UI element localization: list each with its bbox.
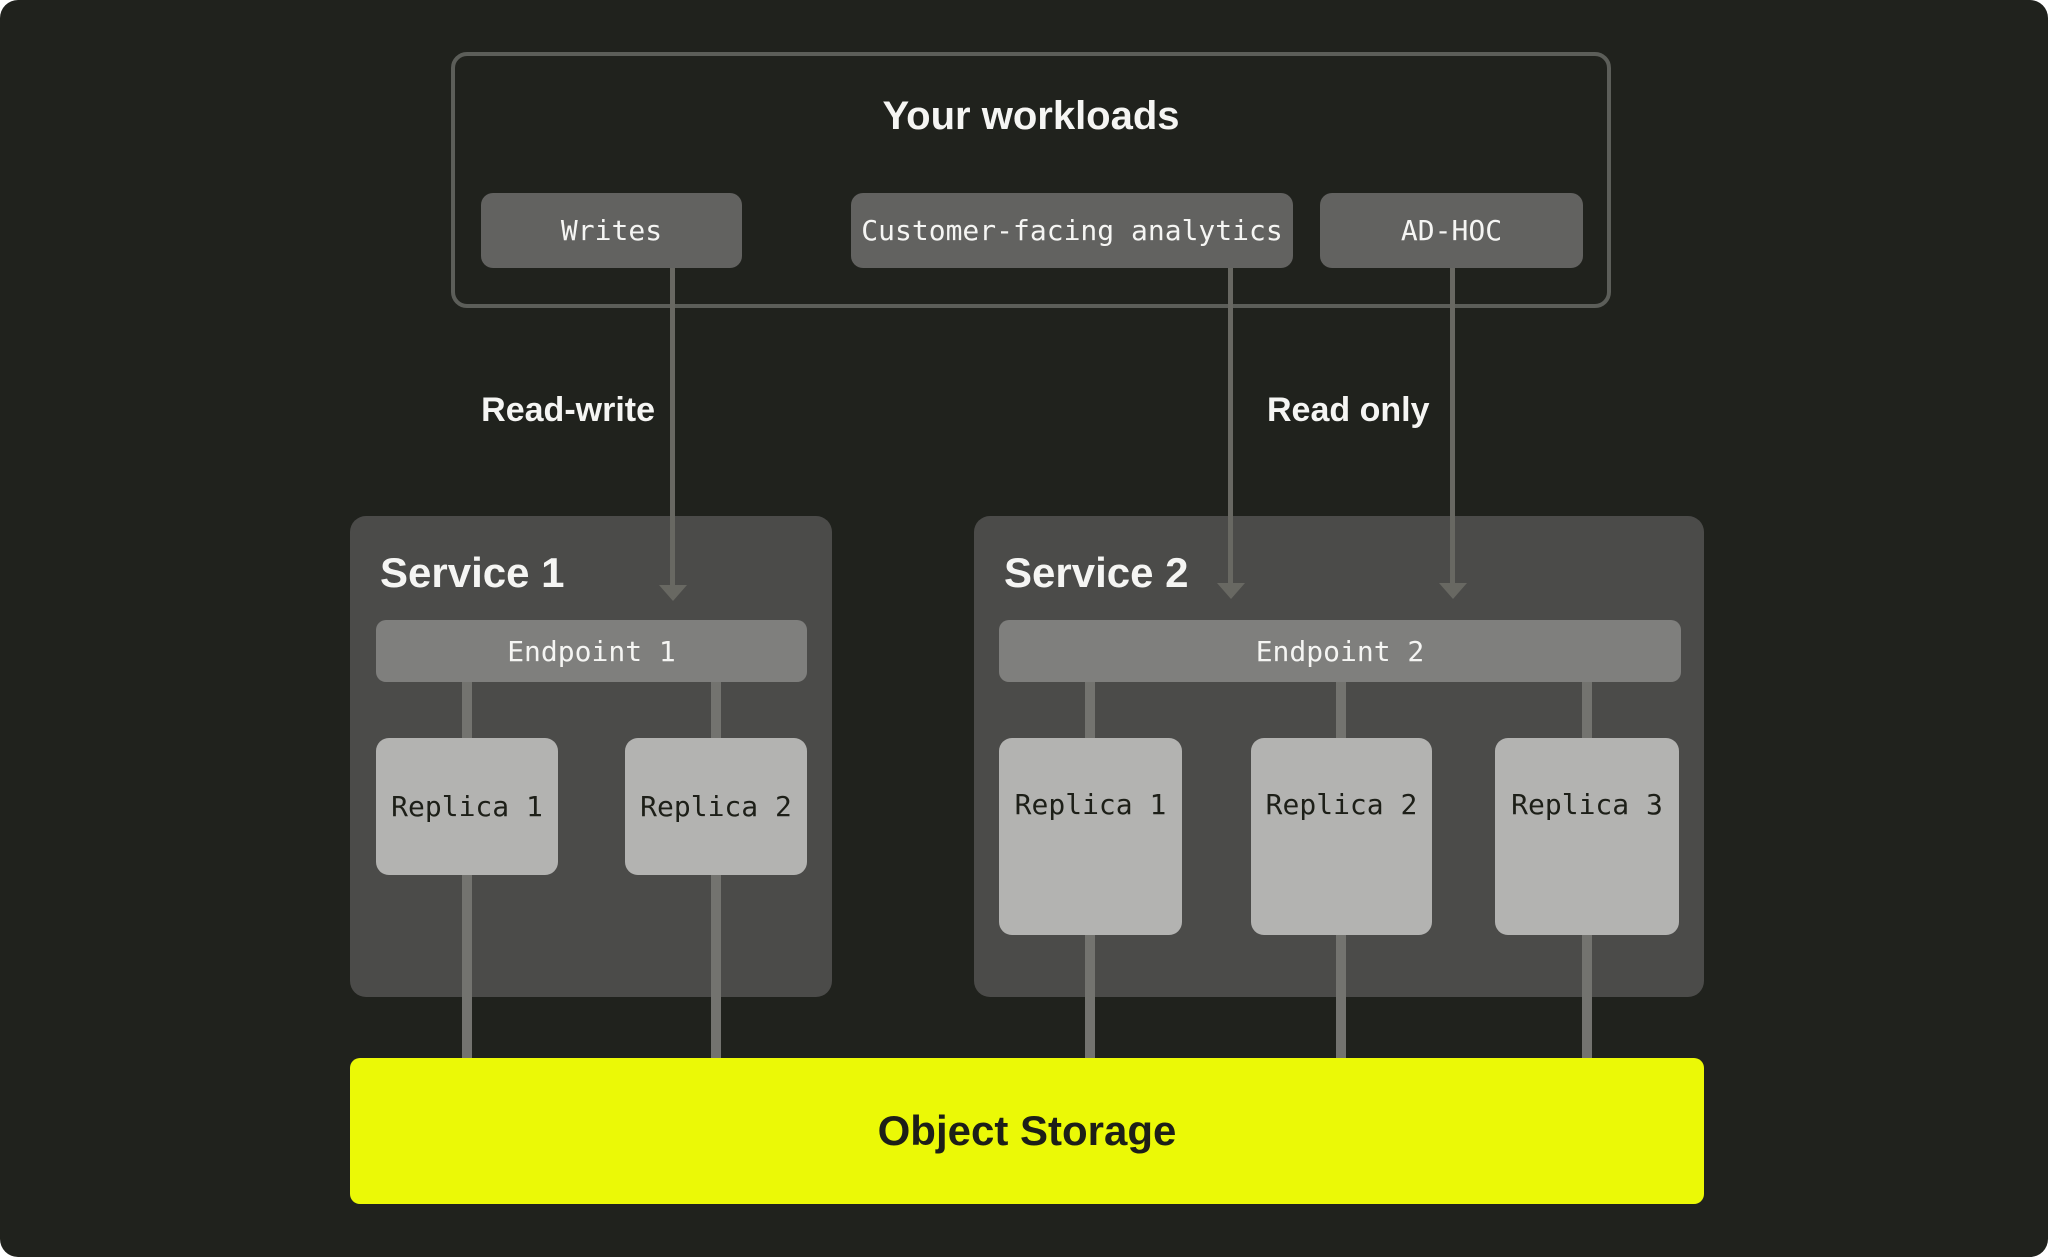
- service1-box: Service 1 Endpoint 1 Replica 1 Replica 2: [350, 516, 832, 997]
- service2-endpoint-label: Endpoint 2: [1255, 634, 1425, 668]
- read-write-label: Read-write: [481, 391, 655, 429]
- s2-replica1-storage-connector: [1085, 935, 1095, 1058]
- s2-endpoint-replica1-connector: [1085, 682, 1095, 738]
- service1-replica1: Replica 1: [376, 738, 558, 875]
- adhoc-arrow-line: [1450, 268, 1455, 584]
- analytics-arrow-line: [1228, 268, 1233, 584]
- service1-endpoint-label: Endpoint 1: [507, 634, 676, 668]
- service1-endpoint: Endpoint 1: [376, 620, 807, 682]
- service1-replica2-label: Replica 2: [640, 790, 792, 823]
- adhoc-arrow-head-icon: [1439, 583, 1467, 599]
- writes-arrow-head-icon: [659, 585, 687, 601]
- read-only-label: Read only: [1267, 391, 1430, 429]
- s2-endpoint-replica3-connector: [1582, 682, 1592, 738]
- workload-analytics-label: Customer-facing analytics: [861, 214, 1283, 247]
- workload-adhoc-label: AD-HOC: [1400, 214, 1503, 247]
- workload-adhoc-chip: AD-HOC: [1320, 193, 1583, 268]
- s1-replica1-storage-connector: [462, 875, 472, 1058]
- service2-replica2-label: Replica 2: [1265, 788, 1418, 821]
- s1-endpoint-replica1-connector: [462, 682, 472, 738]
- s2-replica2-storage-connector: [1336, 935, 1346, 1058]
- service1-replica2: Replica 2: [625, 738, 807, 875]
- workloads-title: Your workloads: [882, 94, 1180, 138]
- object-storage-bar: Object Storage: [350, 1058, 1704, 1204]
- workload-analytics-chip: Customer-facing analytics: [851, 193, 1293, 268]
- analytics-arrow-head-icon: [1217, 583, 1245, 599]
- s1-replica2-storage-connector: [711, 875, 721, 1058]
- workload-writes-chip: Writes: [481, 193, 742, 268]
- service2-replica3: Replica 3: [1495, 738, 1679, 935]
- object-storage-label: Object Storage: [877, 1107, 1177, 1154]
- service2-replica1-label: Replica 1: [1014, 788, 1167, 821]
- service2-endpoint: Endpoint 2: [999, 620, 1681, 682]
- s1-endpoint-replica2-connector: [711, 682, 721, 738]
- writes-arrow-line: [670, 268, 675, 586]
- workload-writes-label: Writes: [560, 214, 663, 247]
- service2-title: Service 2: [1004, 549, 1189, 596]
- s2-endpoint-replica2-connector: [1336, 682, 1346, 738]
- workloads-panel: [451, 52, 1611, 308]
- service1-replica1-label: Replica 1: [391, 790, 543, 823]
- service1-title: Service 1: [380, 549, 565, 596]
- service2-box: Service 2 Endpoint 2 Replica 1 Replica 2…: [974, 516, 1704, 997]
- s2-replica3-storage-connector: [1582, 935, 1592, 1058]
- service2-replica3-label: Replica 3: [1511, 788, 1663, 821]
- service2-replica1: Replica 1: [999, 738, 1182, 935]
- service2-replica2: Replica 2: [1251, 738, 1432, 935]
